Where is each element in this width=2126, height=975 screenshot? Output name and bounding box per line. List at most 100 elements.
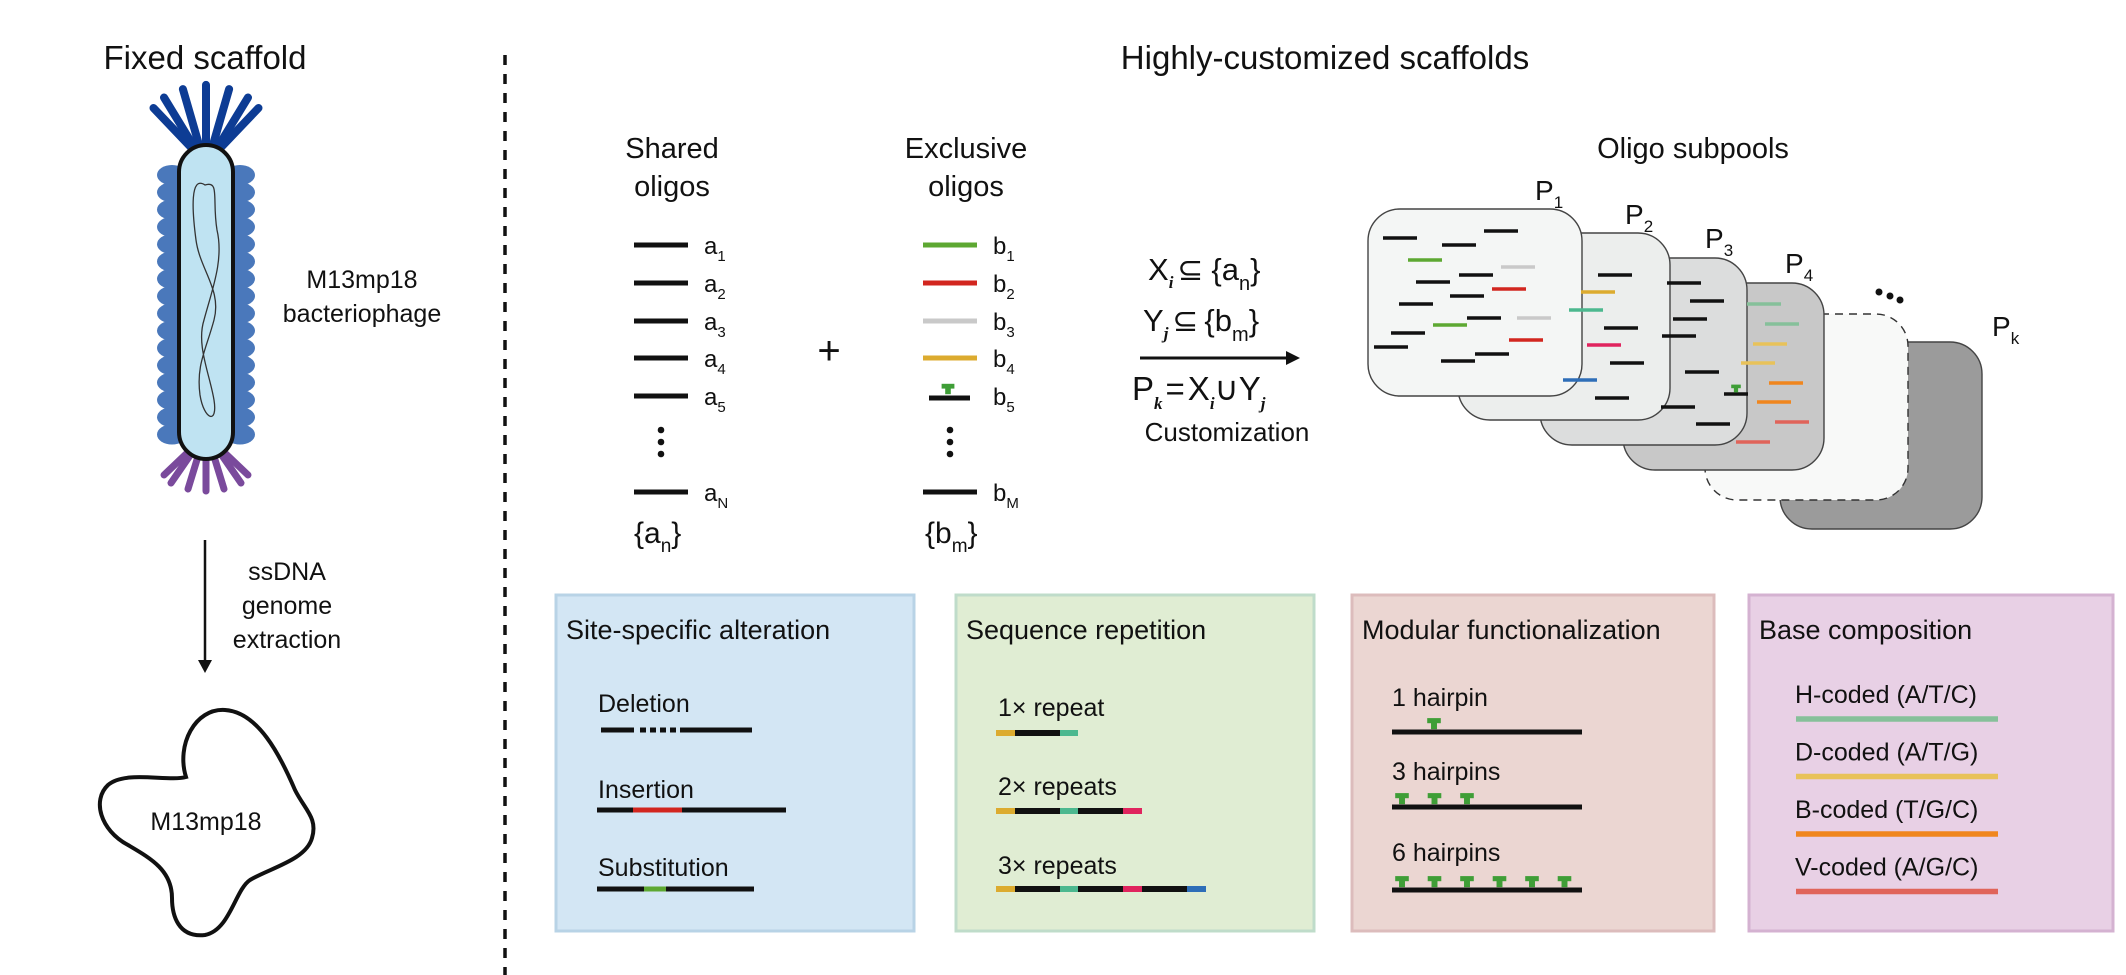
exclusive-oligo-list: b1 b2 b3 b4 b5 bM {bm}: [923, 233, 1019, 557]
fixed-scaffold-title: Fixed scaffold: [104, 39, 307, 76]
hairpin-stem-icon: [1431, 797, 1438, 805]
exclusive-oligo-label: b5: [993, 384, 1015, 416]
exclusive-oligo-label: b2: [993, 271, 1015, 303]
category-box-title: Modular functionalization: [1362, 615, 1661, 645]
hairpin-label: 6 hairpins: [1392, 839, 1500, 867]
subpool-label: P3: [1705, 223, 1733, 260]
hairpin-cap-icon: [1427, 718, 1441, 724]
ellipsis-dot: [946, 438, 954, 446]
exclusive-oligo-label-last: bM: [993, 480, 1019, 512]
customization-categories: Site-specific alterationDeletionInsertio…: [554, 593, 2115, 933]
hairpin-cap-icon: [1557, 876, 1572, 882]
base-code-label: H-coded (A/T/C): [1795, 681, 1977, 709]
hairpin-stem-icon: [1464, 797, 1470, 805]
arrow-label-line2: genome: [242, 592, 332, 620]
hairpin-stem-icon: [1431, 880, 1438, 888]
hairpin-stem-icon: [945, 387, 951, 395]
category-box-title: Base composition: [1759, 615, 1972, 645]
genome-label: M13mp18: [150, 808, 261, 836]
alteration-label: Insertion: [598, 776, 694, 804]
plus-sign: +: [817, 329, 840, 373]
genome-strand: [192, 182, 220, 418]
hairpin-stem-icon: [1561, 880, 1568, 888]
customization-formula: Xi⊆{an} Yj⊆{bm} Pk=Xi∪Yj Customization: [1132, 252, 1309, 447]
formula-line1: Xi⊆{an}: [1148, 252, 1261, 295]
hairpin-cap-icon: [1395, 793, 1409, 799]
exclusive-oligos-title-line1: Exclusive: [905, 133, 1028, 165]
alteration-label: Deletion: [598, 690, 690, 718]
exclusive-oligo-label: b3: [993, 309, 1015, 341]
hairpin-stem-icon: [1529, 880, 1535, 888]
base-code-label: B-coded (T/G/C): [1795, 796, 1978, 824]
base-code-label: D-coded (A/T/G): [1795, 739, 1978, 767]
hairpin-stem-icon: [1399, 797, 1405, 805]
exclusive-set-label: {bm}: [925, 517, 978, 557]
hairpin-stem-icon: [1464, 880, 1470, 888]
repeat-label: 3× repeats: [998, 852, 1117, 880]
category-box-2: Sequence repetition 1× repeat 2× repeats 3×…: [954, 593, 1316, 933]
arrow-label-line1: ssDNA: [248, 558, 326, 586]
phage-name-label: M13mp18: [306, 266, 417, 294]
phage-type-label: bacteriophage: [283, 300, 441, 328]
hairpin-cap-icon: [1460, 876, 1474, 882]
shared-oligo-label-last: aN: [704, 480, 728, 512]
category-box-bg: [954, 593, 1316, 933]
head-spike: [207, 85, 234, 154]
hairpin-stem-icon: [1431, 722, 1437, 730]
shared-oligos-title-line1: Shared: [625, 133, 719, 165]
exclusive-oligo-label: b1: [993, 233, 1015, 265]
head-spike: [178, 85, 205, 154]
category-box-title: Sequence repetition: [966, 615, 1206, 645]
category-box-bg: [554, 593, 916, 933]
formula-line2: Yj⊆{bm}: [1143, 303, 1259, 346]
ellipsis-dot: [657, 426, 665, 434]
head-spike: [214, 104, 263, 154]
subpool-ellipsis-dot: [1896, 296, 1904, 304]
shared-oligo-label: a4: [704, 346, 726, 378]
hairpin-stem-icon: [1496, 880, 1503, 888]
category-box-title: Site-specific alteration: [566, 615, 830, 645]
ellipsis-dot: [657, 450, 665, 458]
capsid: [177, 143, 235, 461]
hairpin-label: 1 hairpin: [1392, 684, 1488, 712]
shared-oligo-label: a3: [704, 309, 726, 341]
oligo-subpools-title: Oligo subpools: [1597, 133, 1789, 165]
hairpin-label: 3 hairpins: [1392, 758, 1500, 786]
category-box-1: Site-specific alterationDeletionInsertio…: [554, 593, 916, 933]
ellipsis-dot: [946, 450, 954, 458]
shared-oligo-label: a5: [704, 384, 726, 416]
shared-oligo-label: a1: [704, 233, 726, 265]
customization-arrow-head: [1286, 351, 1300, 365]
subpool-label: P1: [1535, 175, 1563, 212]
subpool-card-1: [1367, 208, 1583, 397]
hairpin-stem-icon: [1733, 387, 1739, 393]
customized-scaffolds-title: Highly-customized scaffolds: [1121, 39, 1529, 76]
hairpin-cap-icon: [1427, 793, 1442, 799]
hairpin-cap-icon: [1427, 876, 1442, 882]
repeat-label: 2× repeats: [998, 773, 1117, 801]
formula-line3: Pk=Xi∪Yj: [1132, 370, 1266, 413]
customization-caption: Customization: [1145, 417, 1310, 447]
head-spike: [149, 104, 198, 154]
shared-oligos-title-line2: oligos: [634, 171, 710, 203]
subpool-label: P4: [1785, 248, 1813, 285]
hairpin-cap-icon: [1395, 876, 1409, 882]
category-box-3: Modular functionalization 1 hairpin 3 hair…: [1350, 593, 1716, 933]
hairpin-cap-icon: [1492, 876, 1507, 882]
extraction-arrow-icon: [198, 540, 212, 673]
hairpin-cap-icon: [1731, 384, 1741, 389]
repeat-label: 1× repeat: [998, 694, 1104, 722]
exclusive-oligos-title-line2: oligos: [928, 171, 1004, 203]
exclusive-oligo-label: b4: [993, 346, 1015, 378]
subpool-ellipsis-dot: [1875, 288, 1883, 296]
arrow-label-line3: extraction: [233, 626, 341, 654]
head-spike: [160, 93, 200, 154]
hairpin-stem-icon: [1399, 880, 1405, 888]
hairpin-cap-icon: [1460, 793, 1474, 799]
subpool-ellipsis-dot: [1886, 292, 1894, 300]
base-code-label: V-coded (A/G/C): [1795, 854, 1978, 882]
